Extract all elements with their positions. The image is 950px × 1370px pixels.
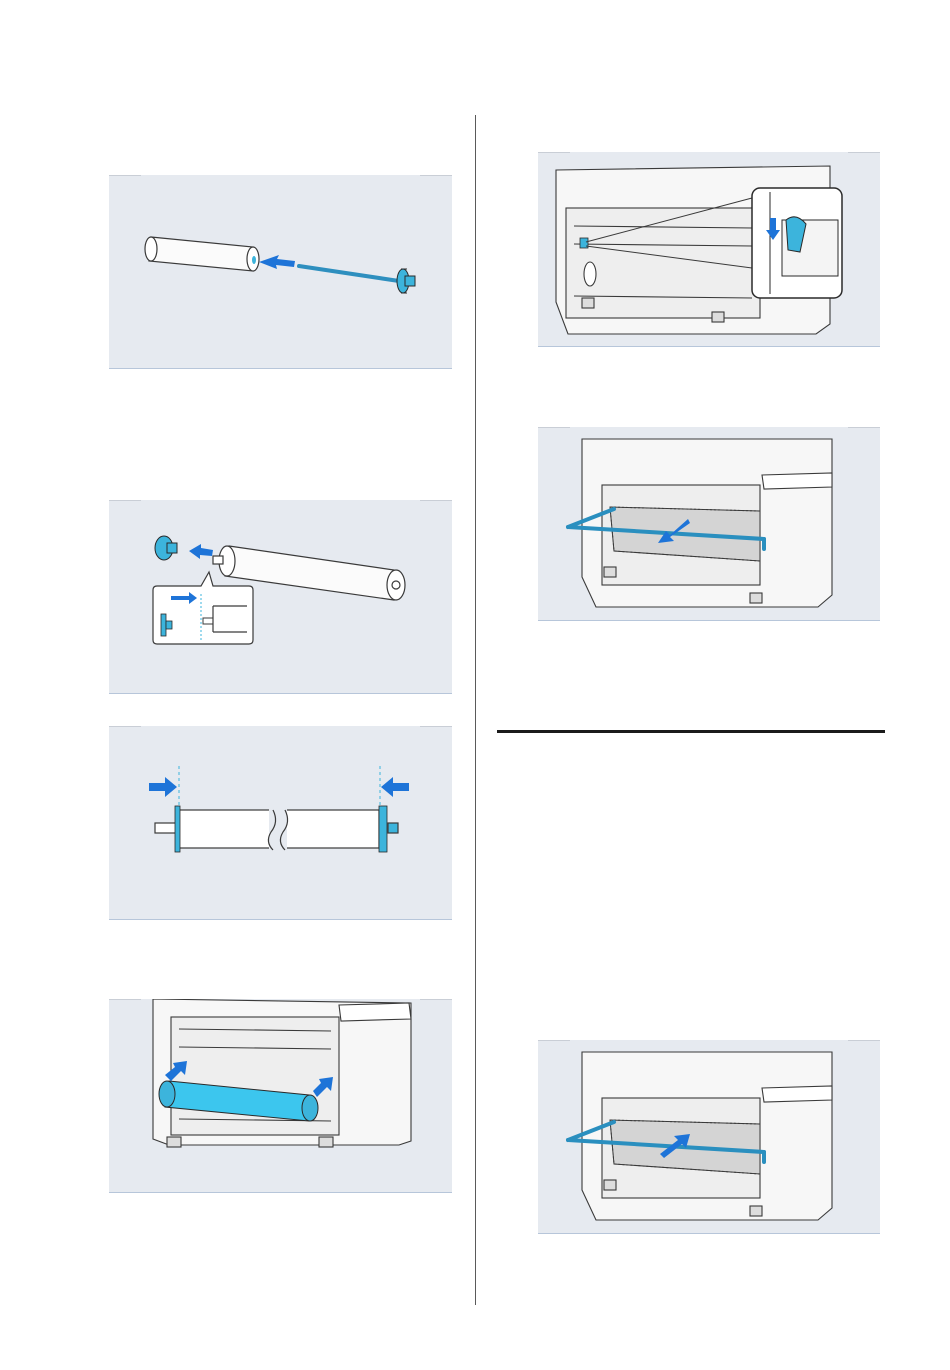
spindle-illustration <box>109 175 452 369</box>
paper-roll <box>145 237 259 271</box>
lock-lever-illustration <box>538 152 880 347</box>
section-rule <box>497 730 885 733</box>
attach-arrow-icon <box>189 544 213 559</box>
spindle-flange <box>397 269 415 293</box>
insert-arrow-icon <box>259 255 295 269</box>
figure-attach-flange <box>109 500 452 694</box>
figure-place-roll <box>109 999 452 1193</box>
figure-pull-basket <box>538 427 880 621</box>
figure-lock-lever <box>538 152 880 347</box>
column-divider <box>475 115 476 1305</box>
flush-illustration <box>109 726 452 920</box>
flange-illustration <box>109 500 452 694</box>
figure-flanges-flush <box>109 726 452 920</box>
basket-in-illustration <box>538 1040 880 1234</box>
spindle-shaft <box>299 266 399 281</box>
figure-push-basket <box>538 1040 880 1234</box>
left-arrow-icon <box>381 777 409 797</box>
printer-body <box>153 999 411 1147</box>
flange-part <box>155 536 177 560</box>
figure-insert-spindle <box>109 175 452 369</box>
detail-callout <box>153 572 253 644</box>
basket-out-illustration <box>538 427 880 621</box>
zoom-inset <box>752 188 842 298</box>
printer-roll-illustration <box>109 999 452 1193</box>
right-arrow-icon <box>149 777 177 797</box>
